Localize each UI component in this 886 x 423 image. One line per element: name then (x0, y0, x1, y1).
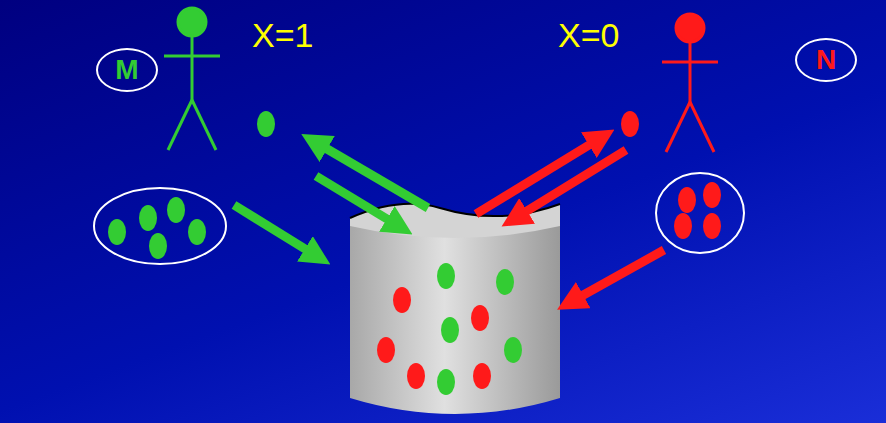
letter-circle: M (96, 48, 158, 92)
ball (678, 187, 696, 213)
ball (393, 287, 411, 313)
figure-body (191, 36, 194, 102)
ball (703, 213, 721, 239)
ball (473, 363, 491, 389)
figure-body (689, 42, 692, 104)
red-stick-figure (662, 14, 718, 152)
ball (377, 337, 395, 363)
drawn-ball (257, 111, 275, 137)
return-arrow (316, 176, 392, 222)
ball (504, 337, 522, 363)
urn-body (350, 218, 560, 414)
ball (167, 197, 185, 223)
variable-label: X=1 (252, 18, 313, 52)
arrows (234, 142, 664, 298)
add-arrow (234, 205, 310, 252)
green-stick-figure (164, 8, 220, 150)
figure-leg (192, 100, 216, 150)
return-arrow (522, 150, 626, 214)
ball (437, 369, 455, 395)
ball (407, 363, 425, 389)
figure-leg (168, 100, 192, 150)
pool-outline (94, 188, 226, 264)
figure-arms (164, 55, 220, 58)
ball (108, 219, 126, 245)
group-letter: M (115, 56, 138, 84)
figure-arms (662, 61, 718, 64)
ball (441, 317, 459, 343)
ball (188, 219, 206, 245)
ball (471, 305, 489, 331)
drawn-ball (621, 111, 639, 137)
ball (139, 205, 157, 231)
urn (350, 204, 560, 414)
group-letter: N (816, 46, 836, 74)
ball (437, 263, 455, 289)
add-arrow (578, 250, 664, 298)
figure-head (676, 14, 704, 42)
figure-leg (690, 102, 714, 152)
ball (149, 233, 167, 259)
figure-leg (666, 102, 690, 152)
ball (674, 213, 692, 239)
draw-arrow (322, 146, 428, 208)
variable-label: X=0 (558, 18, 619, 52)
pool-outline (656, 173, 744, 253)
red-ball-pool (656, 173, 744, 253)
letter-circle: N (795, 38, 857, 82)
ball (496, 269, 514, 295)
ball (703, 182, 721, 208)
figure-head (178, 8, 206, 36)
green-ball-pool (94, 188, 226, 264)
